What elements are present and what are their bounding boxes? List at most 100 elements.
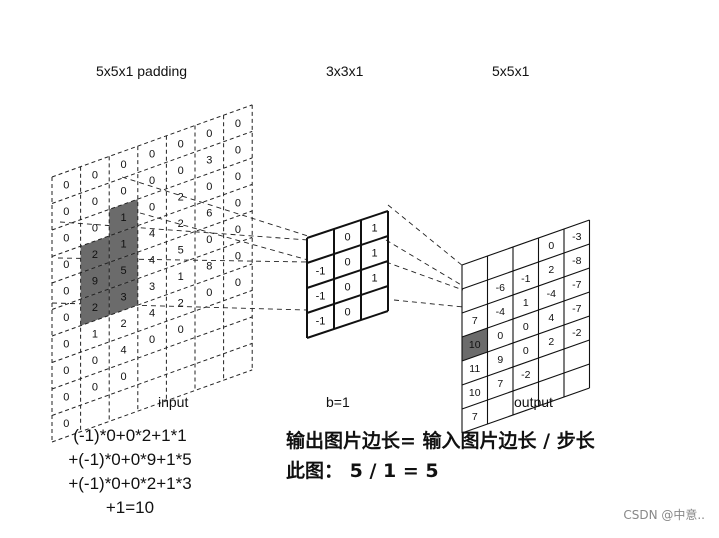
highlighted-cell — [109, 252, 138, 289]
input-size-label: 5x5x1 padding — [96, 63, 188, 79]
cell-value: -1 — [316, 316, 326, 328]
formula-line: +1=10 — [105, 498, 155, 517]
cell-value: 0 — [497, 330, 503, 342]
grid-line — [51, 316, 253, 390]
cell-value: 0 — [206, 234, 212, 246]
cell-value: 7 — [472, 411, 478, 423]
cell-value: 2 — [92, 249, 98, 261]
note-line: 此图： 5 / 1 = 5 — [286, 460, 439, 482]
cell-value: 0 — [235, 118, 241, 130]
grid-line — [51, 369, 253, 443]
cell-value: 2 — [178, 297, 184, 309]
output-label: output — [514, 394, 553, 410]
projection-line — [139, 212, 309, 261]
projection-line — [393, 299, 464, 308]
cell-value: 0 — [92, 222, 98, 234]
note-line: 输出图片边长= 输入图片边长 / 步长 — [286, 430, 595, 452]
cell-value: 1 — [120, 239, 126, 251]
cell-value: 0 — [235, 171, 241, 183]
cell-value: -3 — [572, 231, 581, 243]
cell-value: 10 — [469, 387, 481, 399]
cell-value: 0 — [120, 159, 126, 171]
cell-value: 11 — [469, 363, 480, 375]
grid-line — [461, 387, 590, 434]
highlighted-cell — [109, 278, 138, 316]
cell-value: -7 — [572, 303, 581, 315]
formula-line: +(-1)*0+0*2+1*3 — [68, 474, 192, 493]
projection-line — [57, 257, 309, 263]
cell-value: -7 — [572, 279, 581, 291]
grid-line — [461, 315, 590, 362]
cell-value: 0 — [548, 240, 554, 252]
cell-value: 1 — [371, 248, 377, 260]
cell-value: 4 — [149, 255, 155, 267]
cell-value: 0 — [344, 232, 350, 244]
cell-value: 2 — [178, 191, 184, 203]
cell-value: 0 — [63, 392, 69, 404]
cell-value: 2 — [92, 302, 98, 314]
formula-line: +(-1)*0+0*9+1*5 — [68, 450, 192, 469]
cell-value: 1 — [371, 273, 377, 285]
highlighted-cell — [462, 328, 488, 361]
projection-line — [385, 239, 464, 287]
cell-value: -2 — [521, 369, 530, 381]
grid-line — [306, 235, 389, 264]
grid-line — [461, 291, 590, 338]
cell-value: 0 — [149, 149, 155, 161]
grid-line — [461, 243, 590, 290]
cell-value: 1 — [523, 297, 529, 309]
cell-value: 10 — [469, 339, 481, 351]
grid-line — [51, 104, 253, 178]
cell-value: 6 — [206, 208, 212, 220]
cell-value: 0 — [178, 138, 184, 150]
cell-value: 0 — [523, 345, 529, 357]
grid-line — [51, 236, 253, 310]
cell-value: 0 — [63, 312, 69, 324]
grid-line — [461, 339, 590, 386]
output-size-note: 输出图片边长= 输入图片边长 / 步长 此图： 5 / 1 = 5 — [286, 426, 595, 486]
highlighted-cell — [80, 262, 110, 300]
cell-value: -1 — [521, 273, 530, 285]
grid-line — [51, 130, 253, 204]
cell-value: 8 — [206, 261, 212, 273]
projection-line — [387, 204, 464, 267]
cell-value: 0 — [235, 144, 241, 156]
cell-value: 9 — [497, 354, 503, 366]
cell-value: 4 — [548, 312, 554, 324]
cell-value: 0 — [344, 307, 350, 319]
cell-value: 0 — [63, 418, 69, 430]
grid-line — [51, 183, 253, 257]
cell-value: 0 — [206, 128, 212, 140]
cell-value: 0 — [178, 324, 184, 336]
cell-value: -1 — [316, 266, 326, 278]
highlighted-cell — [109, 225, 138, 263]
projection-line — [51, 302, 309, 311]
grid-line — [461, 363, 590, 410]
grid-line — [306, 210, 389, 239]
kernel-size-label: 3x3x1 — [326, 63, 364, 79]
cell-value: 0 — [92, 355, 98, 367]
grid-line — [306, 260, 389, 289]
cell-value: 0 — [523, 321, 529, 333]
cell-value: 0 — [120, 371, 126, 383]
grid-line — [461, 267, 590, 314]
grid-line — [51, 210, 253, 284]
cell-value: 0 — [344, 282, 350, 294]
grid-line — [306, 310, 389, 339]
cell-value: 1 — [120, 212, 126, 224]
cell-value: 0 — [63, 339, 69, 351]
cell-value: 0 — [235, 197, 241, 209]
cell-value: 0 — [235, 250, 241, 262]
cell-value: 1 — [178, 271, 184, 283]
cell-value: 5 — [120, 265, 126, 277]
cell-value: 0 — [63, 206, 69, 218]
cell-value: 0 — [149, 202, 155, 214]
highlighted-cell — [80, 235, 110, 273]
cell-value: 0 — [149, 175, 155, 187]
cell-value: 4 — [120, 345, 126, 357]
cell-value: 0 — [149, 334, 155, 346]
cell-value: 2 — [548, 264, 554, 276]
cell-value: 2 — [178, 218, 184, 230]
cell-value: 7 — [472, 315, 478, 327]
cell-value: 9 — [92, 275, 98, 287]
